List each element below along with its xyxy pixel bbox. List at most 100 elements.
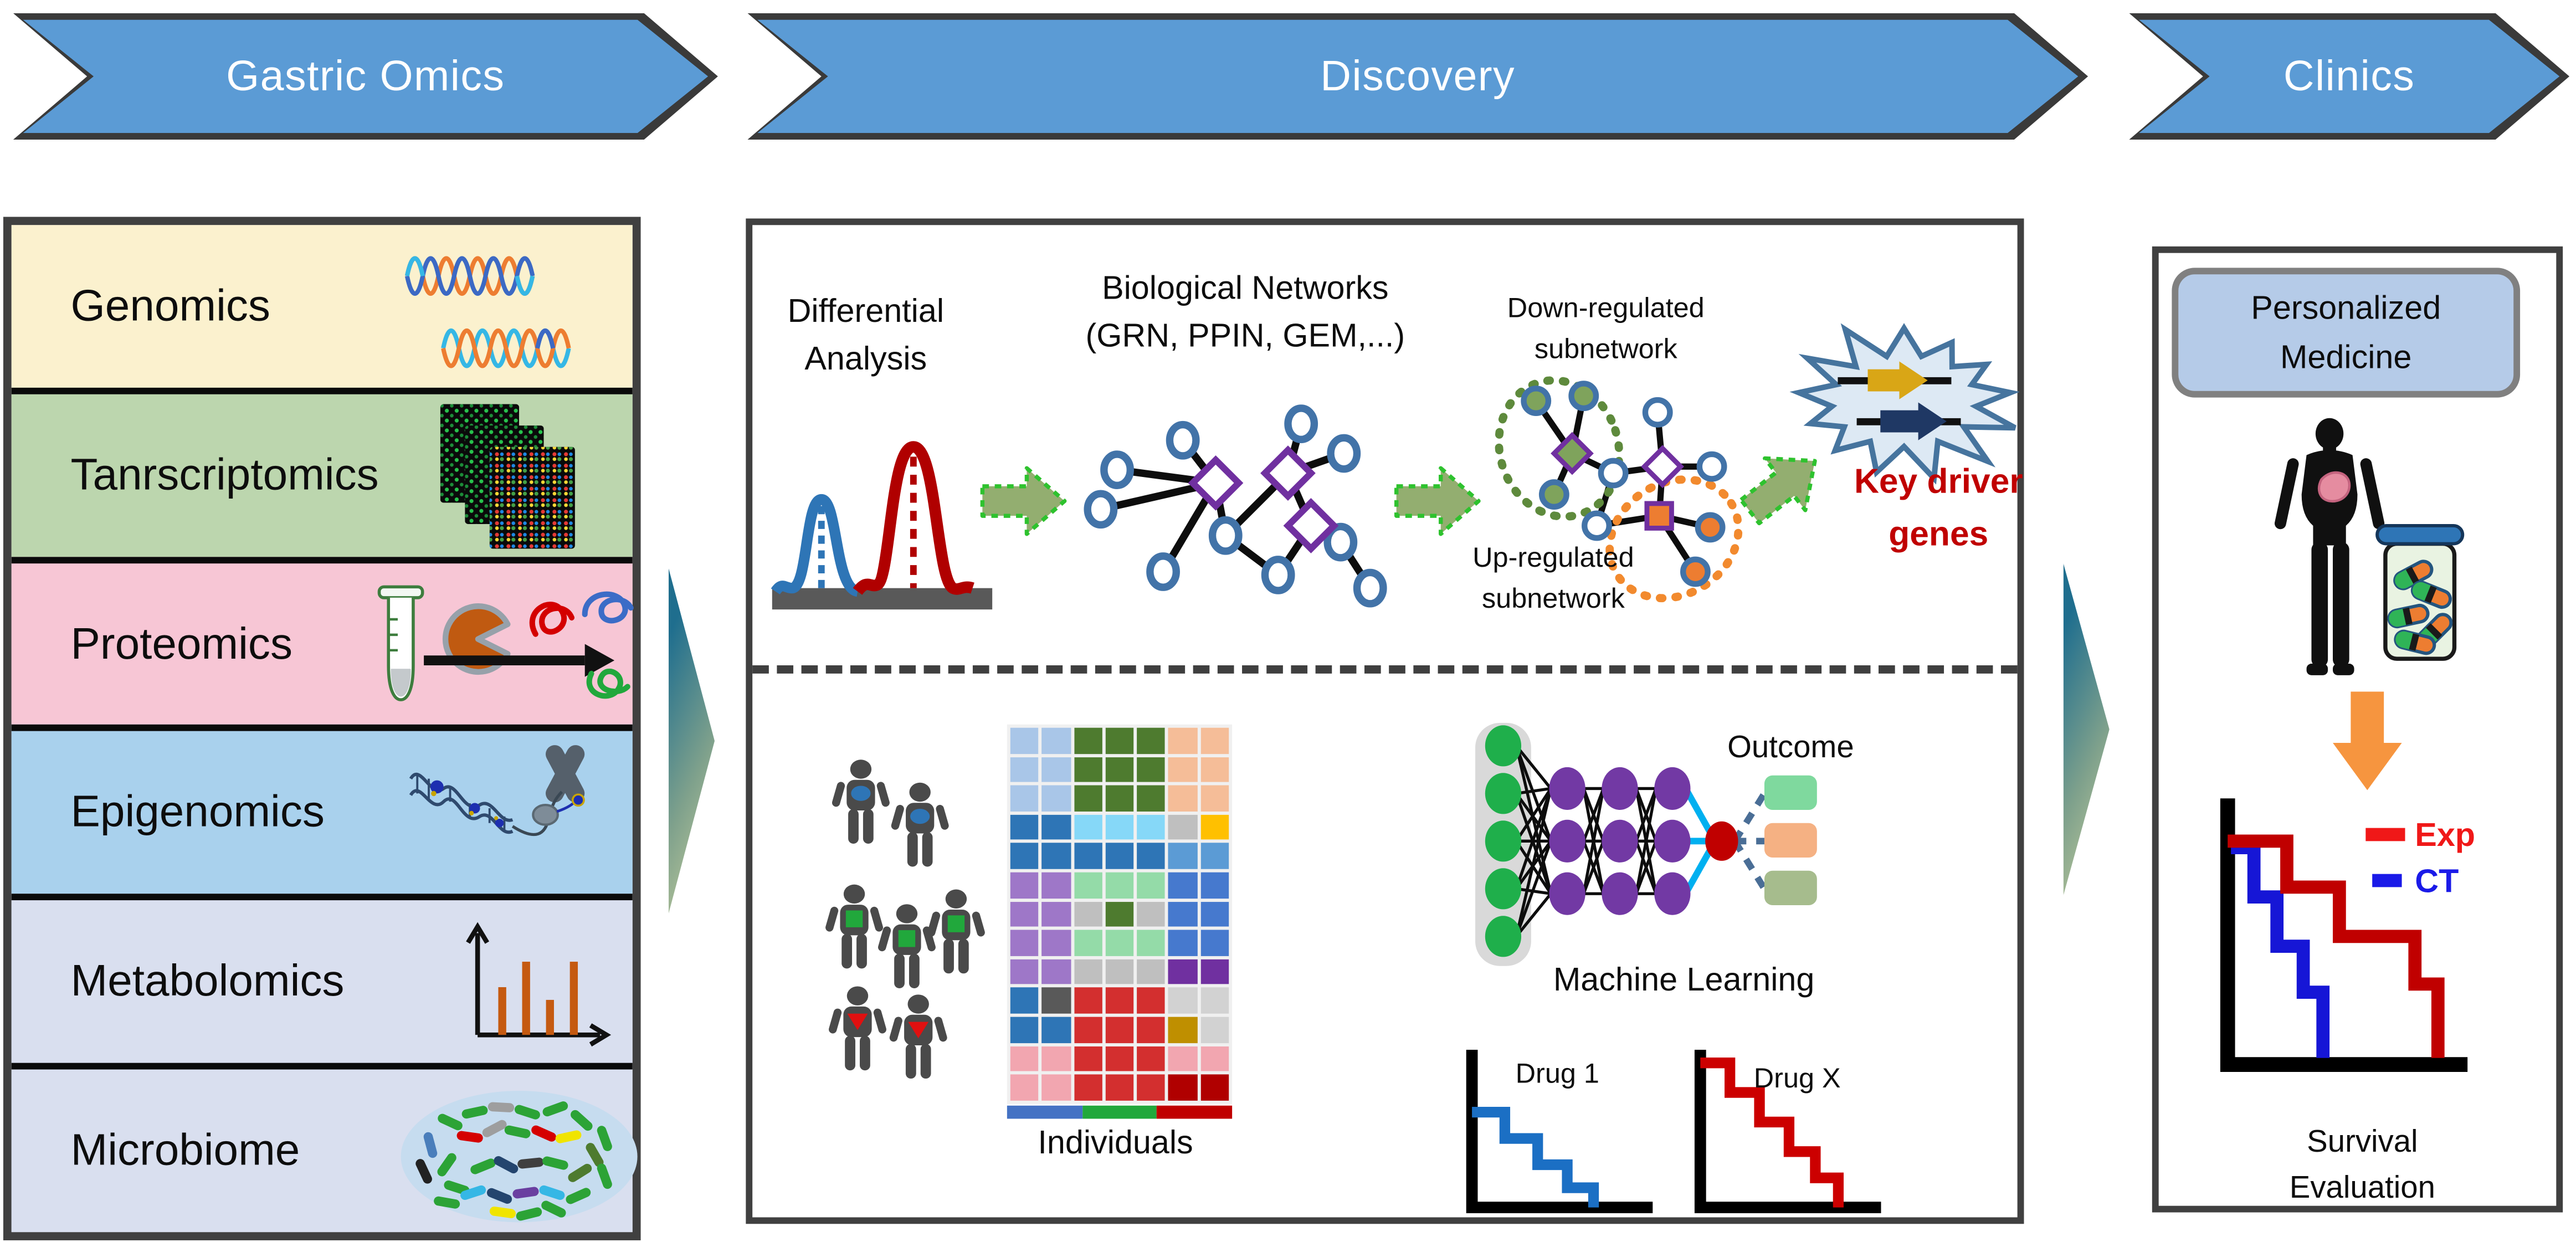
heatmap-cell bbox=[1042, 1074, 1071, 1101]
omics-label: Epigenomics bbox=[70, 787, 325, 837]
personalized-line1: Personalized bbox=[2251, 290, 2441, 326]
heatmap-cell bbox=[1168, 727, 1198, 753]
down-regulated-label: Down-regulated subnetwork bbox=[1479, 289, 1733, 370]
heatmap-cell bbox=[1010, 930, 1039, 956]
heatmap-cell bbox=[1042, 843, 1071, 869]
legend-ct-swatch bbox=[2372, 874, 2402, 887]
heatmap-cell bbox=[1010, 786, 1039, 812]
up-line1: Up-regulated bbox=[1472, 542, 1634, 573]
gastric-omics-panel: Genomics Tanrscriptomics Proteomics Epig… bbox=[3, 217, 641, 1240]
heatmap-cell bbox=[1010, 843, 1039, 869]
heatmap-cell bbox=[1042, 872, 1071, 898]
heatmap-cell bbox=[1137, 786, 1166, 812]
heatmap-cell bbox=[1074, 901, 1102, 927]
heatmap-cell bbox=[1200, 786, 1229, 812]
down-line2: subnetwork bbox=[1534, 332, 1677, 365]
person-icon bbox=[927, 889, 986, 977]
biological-networks-label: Biological Networks (GRN, PPIN, GEM,...) bbox=[1065, 266, 1426, 361]
heatmap-cell bbox=[1042, 930, 1071, 956]
heatmap-cell bbox=[1105, 988, 1134, 1014]
heatmap-cell bbox=[1010, 727, 1039, 753]
heatmap-cell bbox=[1105, 814, 1134, 840]
personalized-line2: Medicine bbox=[2280, 339, 2412, 376]
key-driver-genes-label: Key driver genes bbox=[1832, 456, 2046, 560]
heatmap-cell bbox=[1105, 727, 1134, 753]
heatmap-cell bbox=[1010, 814, 1039, 840]
heatmap-cell bbox=[1105, 786, 1134, 812]
chevron-fill bbox=[757, 20, 2078, 134]
green-dashed-arrow-icon bbox=[1739, 456, 1817, 526]
banner-step-discovery: Discovery bbox=[747, 13, 2088, 140]
heatmap-cell bbox=[1074, 872, 1102, 898]
bacteria-icon bbox=[401, 1091, 638, 1223]
heatmap-group-segment bbox=[1157, 1105, 1233, 1119]
heatmap-cell bbox=[1168, 1045, 1198, 1071]
transition-arrow-omics-to-discovery bbox=[668, 568, 715, 913]
omics-row-epigenomics: Epigenomics bbox=[11, 725, 633, 895]
heatmap-cell bbox=[1137, 756, 1166, 783]
heatmap-cell bbox=[1168, 756, 1198, 783]
heatmap-cell bbox=[1168, 786, 1198, 812]
enzyme-icon bbox=[442, 603, 511, 675]
omics-row-genomics: Genomics bbox=[11, 225, 633, 388]
heatmap-cell bbox=[1137, 901, 1166, 927]
omics-label: Microbiome bbox=[70, 1125, 300, 1175]
discovery-divider bbox=[752, 665, 2018, 674]
heatmap-cell bbox=[1105, 1074, 1134, 1101]
heatmap-cell bbox=[1137, 872, 1166, 898]
heatmap-group-segment bbox=[1007, 1105, 1082, 1119]
machine-learning-label: Machine Learning bbox=[1553, 962, 1815, 999]
patient-silhouette-icon bbox=[2274, 418, 2385, 675]
heatmap-cell bbox=[1010, 756, 1039, 783]
differential-analysis-label: Differential Analysis bbox=[759, 289, 973, 384]
heatmap-cell bbox=[1137, 959, 1166, 985]
starburst-icon bbox=[1789, 323, 2020, 485]
heatmap-cell bbox=[1042, 786, 1071, 812]
banner-label-clinics: Clinics bbox=[2283, 50, 2415, 100]
green-dashed-arrow-icon bbox=[1394, 466, 1481, 536]
subnetworks-icon bbox=[1495, 376, 1743, 603]
pill-jar-icon bbox=[2375, 524, 2465, 661]
key-driver-line2: genes bbox=[1889, 515, 1989, 553]
heatmap-cell bbox=[1074, 1074, 1102, 1101]
heatmap-cell bbox=[1074, 930, 1102, 956]
heatmap-cell bbox=[1200, 901, 1229, 927]
person-icon bbox=[878, 904, 937, 992]
omics-label: Tanrscriptomics bbox=[70, 449, 379, 499]
heatmap-cell bbox=[1200, 1045, 1229, 1071]
heatmap-cell bbox=[1137, 1074, 1166, 1101]
heatmap-cell bbox=[1200, 727, 1229, 753]
transition-arrow-discovery-to-clinics bbox=[2063, 563, 2110, 896]
heatmap-cell bbox=[1074, 727, 1102, 753]
biological-network-icon bbox=[1084, 404, 1387, 608]
heatmap-cell bbox=[1042, 901, 1071, 927]
heatmap-cell bbox=[1137, 1045, 1166, 1071]
heatmap-cell bbox=[1010, 872, 1039, 898]
heatmap-cell bbox=[1105, 930, 1134, 956]
legend-exp-swatch bbox=[2365, 828, 2405, 841]
legend-exp-label: Exp bbox=[2415, 816, 2475, 853]
methylation-chromosome-icon bbox=[409, 745, 585, 836]
heatmap-cell bbox=[1200, 756, 1229, 783]
heatmap-cell bbox=[1042, 1017, 1071, 1043]
heatmap-cell bbox=[1105, 843, 1134, 869]
person-icon bbox=[825, 884, 884, 972]
heatmap-cell bbox=[1137, 727, 1166, 753]
heatmap-cell bbox=[1137, 930, 1166, 956]
heatmap-cell bbox=[1168, 988, 1198, 1014]
distribution-curves-icon bbox=[771, 441, 993, 610]
discovery-panel bbox=[746, 218, 2024, 1224]
banner-step-clinics: Clinics bbox=[2129, 13, 2569, 140]
heatmap-cell bbox=[1137, 1017, 1166, 1043]
person-icon bbox=[890, 782, 950, 871]
person-icon bbox=[832, 759, 891, 848]
up-regulated-label: Up-regulated subnetwork bbox=[1443, 539, 1664, 620]
networks-line2: (GRN, PPIN, GEM,...) bbox=[1085, 319, 1405, 355]
down-line1: Down-regulated bbox=[1507, 292, 1705, 324]
banner-label-gastric-omics: Gastric Omics bbox=[226, 50, 505, 100]
microarray-chip bbox=[489, 446, 575, 549]
arrow-right-icon bbox=[424, 644, 615, 677]
heatmap-cell bbox=[1137, 843, 1166, 869]
heatmap-cell bbox=[1168, 872, 1198, 898]
